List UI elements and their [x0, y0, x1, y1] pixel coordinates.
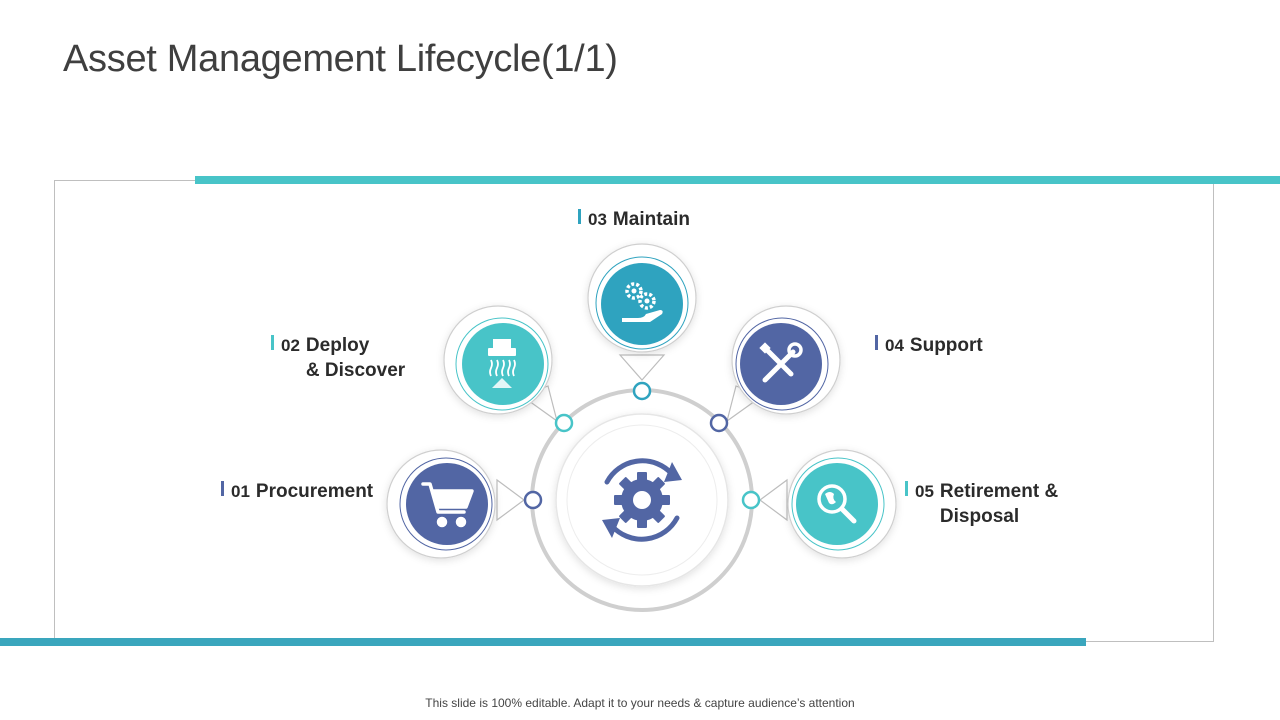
wrench-screwdriver-icon [759, 342, 803, 383]
step-04-label: 04 Support [875, 333, 983, 358]
gear-cycle-icon [602, 458, 682, 542]
page-title: Asset Management Lifecycle(1/1) [63, 38, 618, 80]
gears-hand-icon [622, 282, 663, 322]
step-03-marker [578, 209, 581, 224]
document-shredder-icon [488, 339, 516, 388]
step-04-marker [875, 335, 878, 350]
step-01-number: 01 [231, 482, 250, 501]
connector-dots [523, 381, 761, 510]
step-05-number: 05 [915, 482, 934, 501]
bottom-accent-bar [0, 638, 1086, 646]
center-hub [530, 388, 754, 612]
step-03-number: 03 [588, 210, 607, 229]
step-02-title: Deploy & Discover [305, 335, 406, 381]
globe-search-icon [817, 484, 857, 524]
step-01-label: 01 Procurement [221, 479, 373, 504]
step-01-marker [221, 481, 224, 496]
step-05-node [787, 449, 897, 559]
step-05-marker [905, 481, 908, 496]
shopping-cart-icon [421, 482, 474, 528]
step-05-title: Retirement & Disposal [939, 481, 1059, 527]
step-02-marker [271, 335, 274, 350]
step-01-title: Procurement [255, 481, 374, 502]
step-03-label: 03 Maintain [578, 207, 690, 232]
step-04-number: 04 [885, 336, 904, 355]
step-01-node [386, 449, 496, 559]
step-03-title: Maintain [612, 209, 690, 230]
step-02-node [443, 305, 553, 415]
step-02-label: 02 Deploy & Discover [271, 333, 405, 383]
step-05-label: 05 Retirement & Disposal [905, 479, 1058, 529]
step-03-node [587, 243, 697, 353]
step-02-number: 02 [281, 336, 300, 355]
top-accent-bar [195, 176, 1280, 184]
footer-note: This slide is 100% editable. Adapt it to… [425, 696, 855, 710]
step-04-node [731, 305, 841, 415]
step-04-title: Support [909, 335, 983, 356]
